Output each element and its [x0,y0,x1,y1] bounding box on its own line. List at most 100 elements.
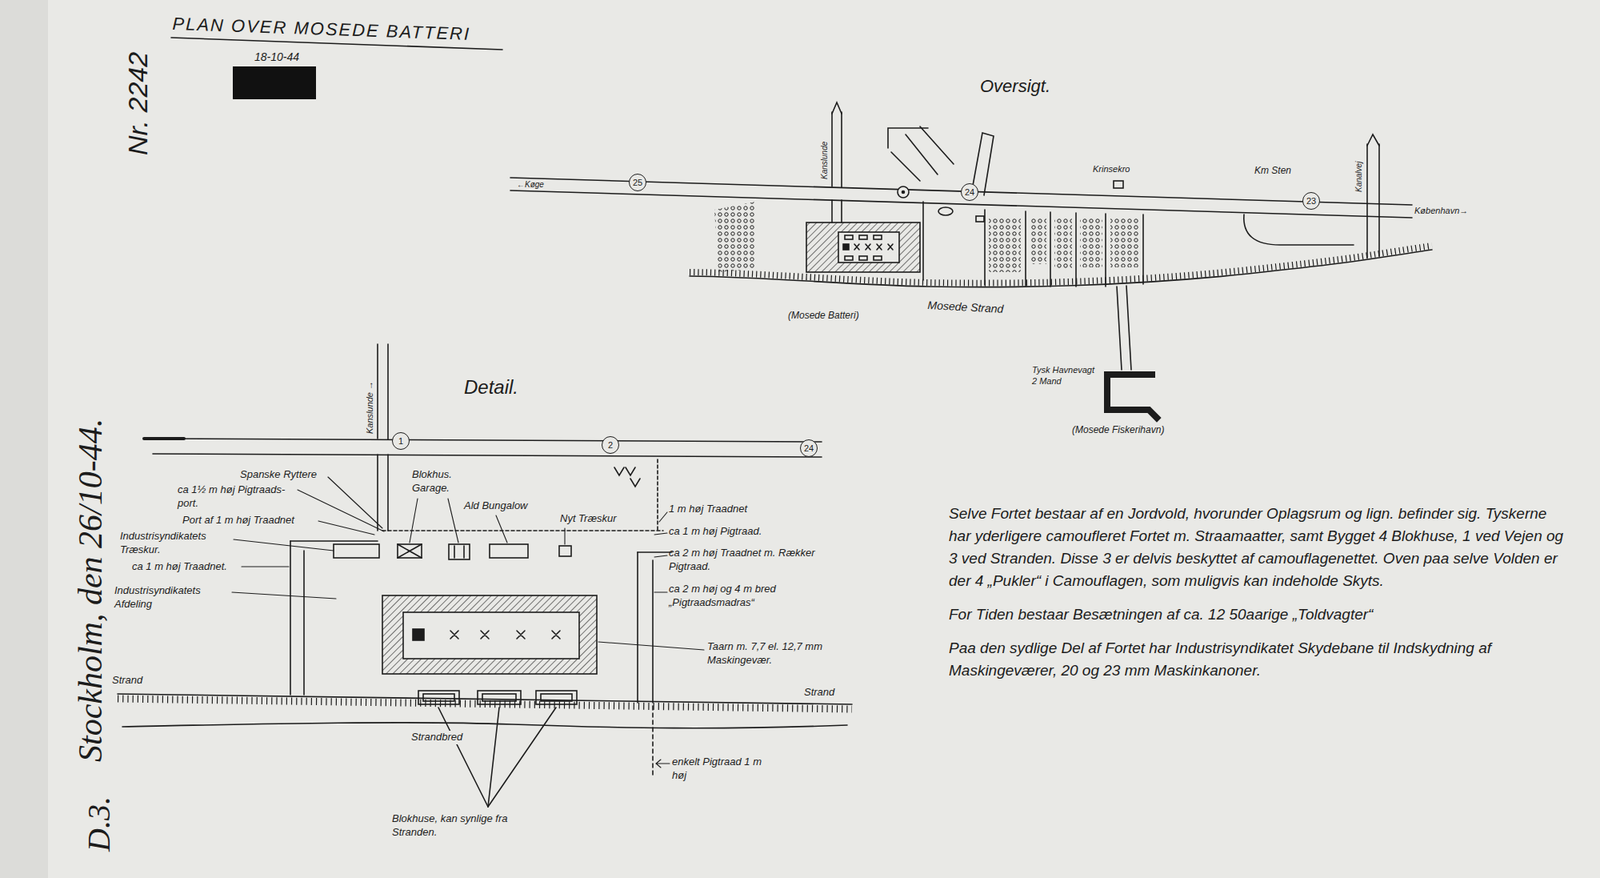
notes-block: Selve Fortet bestaar af en Jordvold, hvo… [948,502,1565,693]
road-number: 25 [632,178,643,188]
label-slot: ca 1½ m høj Pigtraads-port. [177,483,298,511]
sketch-line [397,544,422,558]
sketch-line [902,191,905,194]
feature-label: Taarn m. 7,7 el. 12,7 mm Maskingevær. [707,640,852,668]
sketch-line [438,707,488,807]
place-name: (Mosede Batteri) [788,309,860,323]
sketch-line [873,235,882,240]
archive-number: Nr. 2242 [120,52,156,156]
sketch-line [397,544,422,558]
guard-note: Tysk Havnevagt 2 Mand [1032,364,1101,388]
sketch-line [418,690,460,704]
feature-label: ca 1½ m høj Pigtraads-port. [177,483,298,511]
sketch-line [536,690,577,704]
label-slot: Nr. 2242 [120,52,156,156]
label-slot: Blokhuse, kan synlige fra Stranden. [392,812,520,840]
label-slot: Kanslunde [819,141,830,180]
sketch-line [122,722,848,728]
label-slot: 18-10-44 [254,49,300,64]
label-slot: Km Sten [1254,164,1292,178]
description-text: For Tiden bestaar Besætningen af ca. 12 … [948,603,1565,626]
feature-label: ca 2 m høj og 4 m bred „Pigtraadsmadras“ [668,582,837,610]
sketch-line [654,555,668,557]
label-slot: ca 2 m høj Traadnet m. Rækker Pigtraad. [668,546,829,574]
sketch-line [714,201,756,272]
sketch-line [938,207,953,216]
sketch-line [859,235,868,240]
sketch-line [1075,212,1077,287]
road-number: 23 [1306,196,1316,206]
sketch-line [382,595,597,674]
sketch-line [897,186,909,198]
sketch-line [463,545,465,558]
label-slot: D.3. [78,796,120,852]
sketch-line [376,454,379,531]
sketch-line [831,200,833,223]
label-slot: Detail. [464,374,519,400]
sketch-line [832,102,842,114]
feature-label: Industrisyndikatets Træskur. [120,529,232,557]
sketch-line [0,0,48,878]
road-name: Kanslunde → [364,380,376,434]
sketch-line [1244,214,1354,245]
sketch-line [654,532,668,535]
sketch-line [614,467,640,487]
sketch-line [806,222,920,272]
sketch-line [144,436,184,440]
shore-label: Strand [112,673,143,688]
road-number-circle: 23 [1302,192,1320,210]
sketch-line [290,540,378,542]
sketch-line [1367,134,1380,146]
label-slot: Port af 1 m høj Traadnet [182,513,295,528]
feature-label: Blokhuse, kan synlige fra Stranden. [392,812,520,840]
sketch-line [652,560,654,703]
label-slot: Kanalvej [1353,161,1364,192]
place-name: Mosede Strand [927,297,1004,316]
label-slot: København→ [1414,204,1468,216]
sketch-line [232,66,316,100]
sketch-line [844,235,853,240]
sketch-line [656,459,659,531]
label-slot: For Tiden bestaar Besætningen af ca. 12 … [948,603,1565,626]
feature-label: 1 m høj Traadnet [668,502,748,516]
label-slot: Mosede Strand [927,297,1004,316]
sketch-line [988,217,1021,272]
label-slot: 1 m høj Traadnet [668,502,748,516]
sketch-line [117,37,1432,807]
label-slot: Strandbred [409,730,464,744]
sketch-line [891,152,920,181]
label-slot: Ald Bungalow [464,499,528,513]
handwritten-note: D.3. [78,796,120,852]
feature-label: Ald Bungalow [464,499,528,513]
sketch-line [233,539,334,551]
sketch-line [840,112,843,188]
description-text: Selve Fortet bestaar af en Jordvold, hvo… [948,502,1565,592]
feature-label: ca 2 m høj Traadnet m. Rækker Pigtraad. [668,546,829,574]
sketch-line [984,209,986,285]
road-number-circle: 2 [601,436,620,454]
road-direction: København→ [1414,204,1468,216]
feature-label: Nyt Træskur [560,512,617,526]
feature-label: Port af 1 m høj Traadnet [182,513,295,528]
road-number-circle: 24 [800,439,818,457]
road-name: Kanalvej [1353,161,1364,192]
label-slot: Spanske Ryttere [240,468,317,482]
sketch-line [117,698,852,709]
label-slot: Tysk Havnevagt 2 Mand [1032,364,1101,388]
sketch-line [387,454,389,531]
title-slot: PLAN OVER MOSEDE BATTERI [172,12,472,47]
sketch-line [840,200,843,223]
description-text: Paa den sydlige Del af Fortet har Indust… [948,636,1565,682]
map-label: 18-10-44 [254,49,300,64]
sketch-line [1378,144,1380,256]
sketch-line [1104,213,1107,287]
handwritten-note: Stockholm, den 26/10-44. [68,418,113,762]
sketch-line [403,612,580,659]
sketch-line [831,112,833,187]
sketch-line [689,249,1432,288]
sketch-line [477,690,521,704]
feature-label: Industrisyndikatets Afdeling [114,584,227,612]
sketch-line [333,544,380,558]
